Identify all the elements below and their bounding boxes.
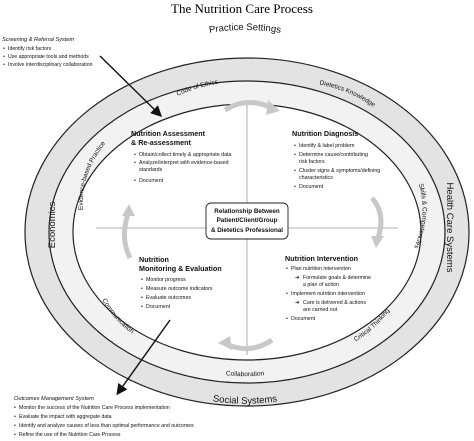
assessment-item-1: Obtain/collect timely & appropriate data	[139, 152, 232, 158]
diagnosis-item-3: Cluster signs & symptoms/defining	[299, 168, 380, 174]
cycle-arrow-left	[122, 213, 133, 260]
outcomes-item-2: Evaluate the impact with aggregate data	[19, 414, 112, 420]
intervention-subbullet: ➜	[295, 275, 299, 281]
quadrant-diagnosis: Nutrition Diagnosis • Identify & label p…	[292, 129, 380, 190]
center-line-1: Relationship Between	[214, 208, 280, 215]
diagnosis-bullet: •	[294, 168, 296, 174]
outcomes-bullet: •	[14, 414, 16, 420]
screening-bullet: •	[3, 62, 5, 68]
screening-item-3: Involve interdisciplinary collaboration	[8, 62, 93, 68]
intervention-item-5: Document	[291, 316, 316, 322]
outcomes-management-system: Outcomes Management System • Monitor the…	[14, 396, 194, 438]
intervention-item-2-cont: a plan of action	[303, 282, 339, 288]
quadrant-monitoring: Nutrition Monitoring & Evaluation • Moni…	[139, 255, 222, 310]
outcomes-bullet: •	[14, 423, 16, 429]
intervention-subbullet: ➜	[295, 300, 299, 306]
diagnosis-bullet: •	[294, 152, 296, 158]
intervention-item-4-cont: are carried out	[303, 307, 338, 313]
cycle-arrowhead-bottom	[218, 336, 232, 350]
monitoring-bullet: •	[141, 286, 143, 292]
intervention-title: Nutrition Intervention	[285, 254, 358, 263]
screening-arrow	[99, 55, 162, 117]
intervention-item-3: Implement nutrition intervention	[291, 291, 365, 297]
assessment-title-1: Nutrition Assessment	[131, 129, 206, 138]
screening-bullet: •	[3, 54, 5, 60]
diagnosis-item-3-cont: characteristics	[299, 175, 333, 181]
center-box	[205, 202, 289, 240]
outcomes-item-4: Refine the use of the Nutrition Care Pro…	[19, 432, 121, 438]
quadrant-intervention: Nutrition Intervention • Plan nutrition …	[285, 254, 371, 322]
outcomes-heading: Outcomes Management System	[14, 396, 94, 402]
intervention-bullet: •	[286, 316, 288, 322]
assessment-item-2-cont: standards	[139, 167, 163, 173]
screening-bullet: •	[3, 46, 5, 52]
diagnosis-item-4: Document	[299, 184, 324, 190]
outer-label-right: Health Care Systems	[444, 183, 455, 273]
diagnosis-bullet: •	[294, 143, 296, 149]
diagnosis-bullet: •	[294, 184, 296, 190]
quadrant-assessment: Nutrition Assessment & Re-assessment • O…	[131, 129, 232, 184]
assessment-bullet: •	[134, 160, 136, 166]
inner-label-collaboration: Collaboration	[226, 370, 265, 378]
outcomes-bullet: •	[14, 432, 16, 438]
cycle-arrowhead-top	[266, 100, 280, 115]
diagnosis-item-2: Determine cause/contributing	[299, 152, 368, 158]
center-line-2: Patient/Client/Group	[217, 217, 278, 224]
assessment-bullet: •	[134, 152, 136, 158]
outer-label-left: Economics	[47, 201, 58, 248]
screening-heading: Screening & Referral System	[2, 37, 74, 43]
monitoring-item-4: Document	[146, 304, 171, 310]
screening-item-1: Identify risk factors	[8, 46, 52, 52]
diagnosis-title: Nutrition Diagnosis	[292, 129, 358, 138]
outer-label-top: Practice Settings	[208, 22, 282, 36]
cycle-arrow-right	[370, 196, 384, 239]
center-line-3: & Dietetics Professional	[211, 227, 283, 234]
monitoring-item-3: Evaluate outcomes	[146, 295, 191, 301]
intervention-item-4: Care is delivered & actions	[303, 300, 366, 306]
monitoring-title-2: Monitoring & Evaluation	[139, 264, 222, 273]
outcomes-item-3: Identify and analyze causes of less than…	[19, 423, 194, 429]
monitoring-bullet: •	[141, 295, 143, 301]
outcomes-arrow	[116, 319, 171, 396]
assessment-bullet: •	[134, 178, 136, 184]
screening-referral-system: Screening & Referral System • Identify r…	[2, 37, 93, 68]
monitoring-bullet: •	[141, 277, 143, 283]
cycle-arrowhead-right	[371, 236, 384, 248]
monitoring-item-1: Monitor progress	[146, 277, 186, 283]
screening-item-2: Use appropriate tools and methods	[8, 54, 89, 60]
assessment-item-3: Document	[139, 178, 164, 184]
outcomes-bullet: •	[14, 405, 16, 411]
outer-label-bottom: Social Systems	[212, 393, 278, 406]
monitoring-bullet: •	[141, 304, 143, 310]
outcomes-item-1: Monitor the success of the Nutrition Car…	[19, 405, 170, 411]
intervention-item-2: Formulate goals & determine	[303, 275, 371, 281]
diagnosis-item-1: Identify & label problem	[299, 143, 355, 149]
assessment-title-2: & Re-assessment	[131, 138, 192, 147]
page-title: The Nutrition Care Process	[171, 1, 313, 16]
intervention-bullet: •	[286, 291, 288, 297]
monitoring-item-2: Measure outcome indicators	[146, 286, 213, 292]
intervention-item-1: Plan nutrition intervention	[291, 266, 351, 272]
diagnosis-item-2-cont: risk factors	[299, 159, 325, 165]
assessment-item-2: Analyze/interpret with evidence-based	[139, 160, 229, 166]
cycle-arrowhead-left	[122, 204, 135, 216]
monitoring-title-1: Nutrition	[139, 255, 169, 264]
intervention-bullet: •	[286, 266, 288, 272]
